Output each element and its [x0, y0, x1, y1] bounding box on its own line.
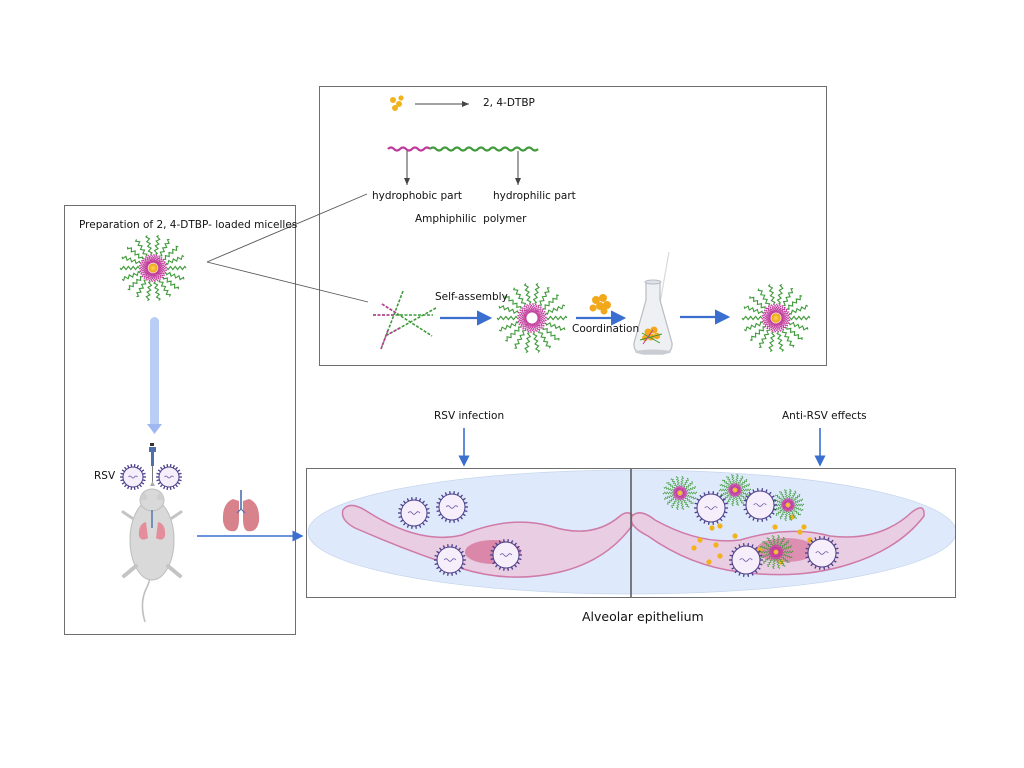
rsv-virus-icon: [805, 536, 839, 570]
rsv-virus-icon: [729, 543, 763, 577]
flask-icon: [633, 251, 673, 355]
rsv-virus-icon: [743, 488, 777, 522]
rsv-label: RSV: [94, 470, 116, 482]
lungs-icon: [222, 490, 260, 532]
drug-particle: [697, 537, 703, 543]
rsv-virus-icon: [156, 464, 182, 490]
anti-rsv-effects-label: Anti-RSV effects: [782, 410, 867, 422]
hydrophilic-label: hydrophilic part: [493, 190, 576, 202]
hydrophobic-chain: [387, 146, 431, 152]
rsv-virus-icon: [434, 544, 466, 576]
drug-particle: [801, 524, 807, 530]
drug-particle: [709, 525, 715, 531]
drug-particle: [706, 559, 712, 565]
drug-particle: [772, 524, 778, 530]
drug-particle: [717, 523, 723, 529]
preparation-title: Preparation of 2, 4-DTBP- loaded micelle…: [79, 219, 298, 231]
polymer-label: Amphiphilic polymer: [415, 213, 527, 225]
mouse-icon: [121, 488, 183, 623]
rsv-virus-icon: [490, 539, 522, 571]
drug-legend-label: 2, 4-DTBP: [483, 97, 535, 109]
hydrophobic-label: hydrophobic part: [372, 190, 463, 202]
drug-particle: [797, 529, 803, 535]
drug-particle: [717, 553, 723, 559]
drug-particle: [732, 533, 738, 539]
loaded-micelle-prep-icon: [119, 235, 187, 301]
rsv-virus-icon: [436, 491, 468, 523]
preparation-panel: [64, 205, 296, 635]
empty-micelle-icon: [496, 283, 568, 353]
polymer-legend-panel: [319, 86, 827, 366]
loaded-micelle-icon: [718, 473, 752, 507]
loaded-micelle-icon: [741, 284, 811, 352]
loaded-micelle-icon: [758, 534, 794, 570]
epithelium-caption: Alveolar epithelium: [582, 609, 704, 624]
coordination-label: Coordination: [572, 323, 640, 335]
drug-molecule-icon: [390, 95, 404, 111]
epithelium-panel: [306, 468, 956, 598]
drug-particle: [713, 542, 719, 548]
loaded-micelle-icon: [662, 475, 698, 511]
transfer-arrow-down: [147, 317, 162, 434]
callout-line-upper: [206, 193, 368, 263]
free-polymers-icon: [373, 290, 437, 350]
rsv-virus-icon: [120, 464, 146, 490]
rsv-infection-label: RSV infection: [434, 410, 505, 422]
alveolus-area: [307, 469, 955, 595]
hydrophilic-chain: [429, 146, 539, 152]
self-assembly-label: Self-assembly: [435, 291, 508, 303]
rsv-virus-icon: [398, 497, 430, 529]
pipette-icon: [149, 443, 156, 486]
callout-line-lower: [206, 261, 369, 303]
drug-particle: [691, 545, 697, 551]
rsv-virus-icon: [694, 491, 728, 525]
drug-cluster-icon: [589, 294, 611, 315]
loaded-micelle-icon: [771, 488, 805, 522]
